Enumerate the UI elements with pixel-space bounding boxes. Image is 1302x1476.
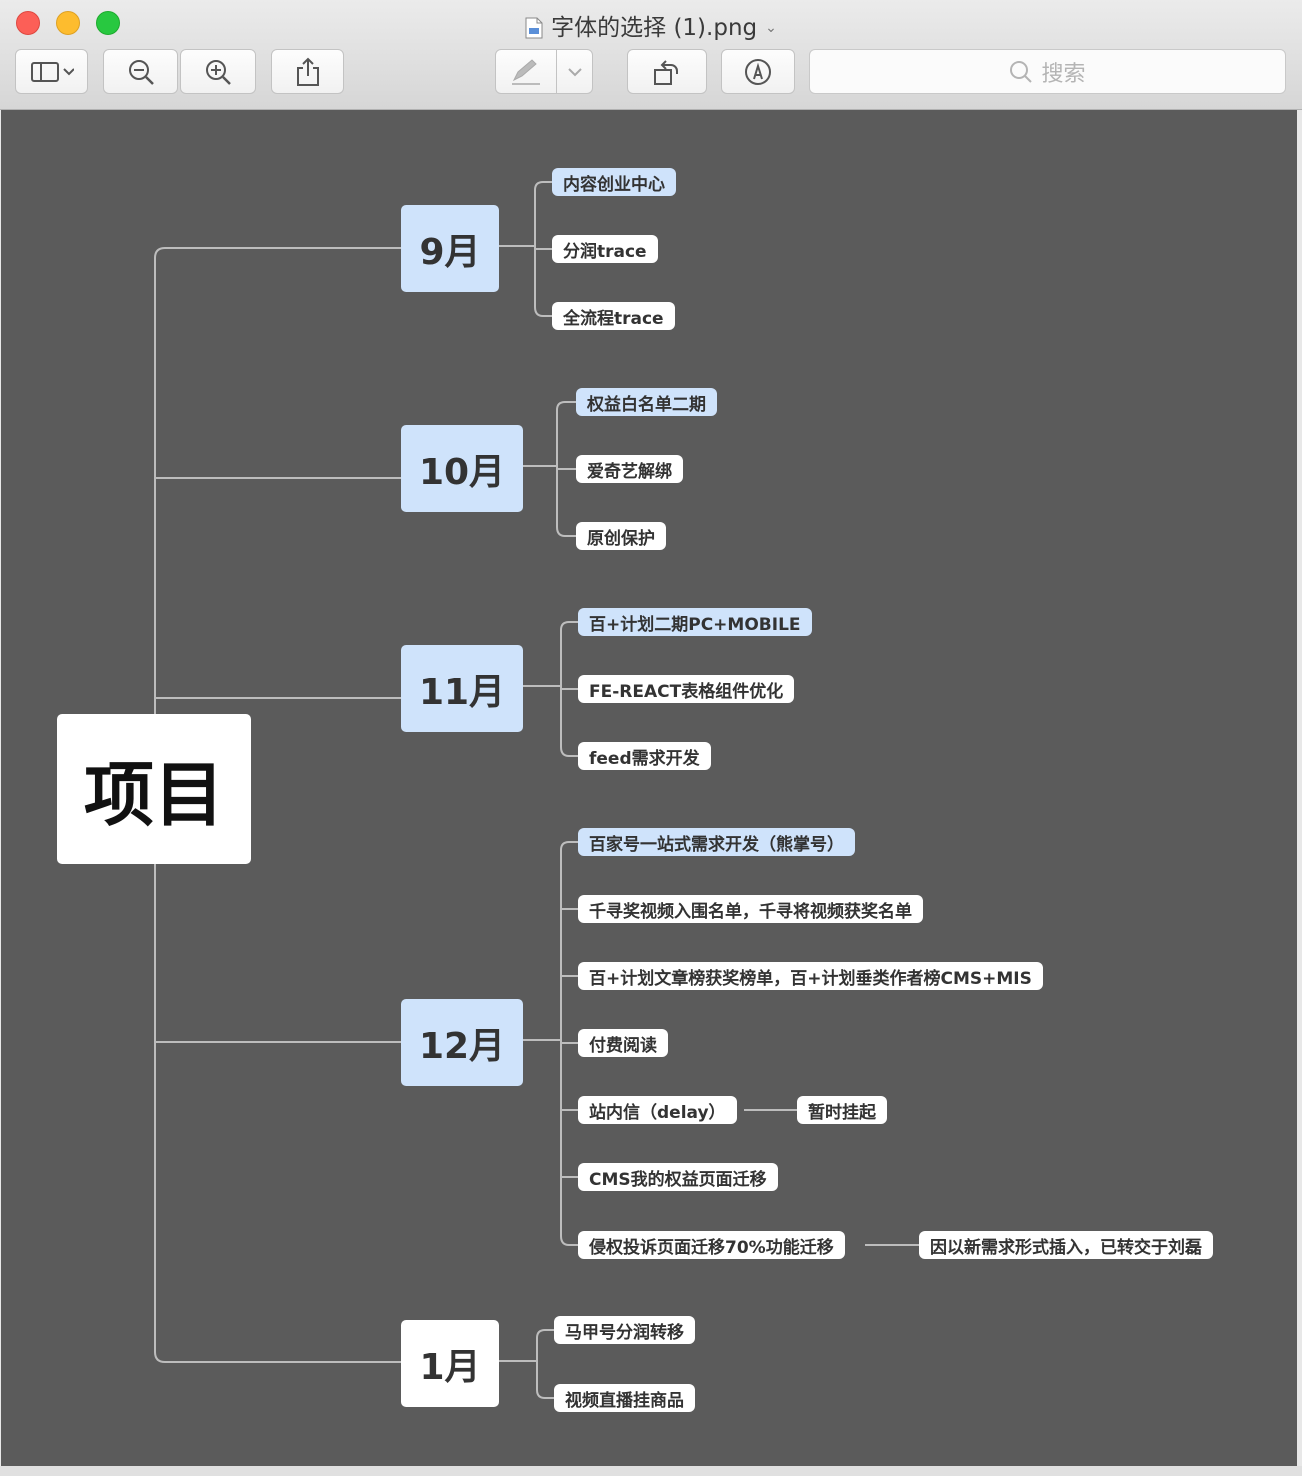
window-bottom-edge bbox=[0, 1466, 1302, 1476]
topic-node[interactable]: 全流程trace bbox=[552, 302, 675, 330]
topic-node[interactable]: 站内信（delay） bbox=[578, 1096, 737, 1124]
pen-icon bbox=[512, 58, 540, 85]
search-field[interactable]: 搜索 bbox=[809, 49, 1286, 94]
search-placeholder: 搜索 bbox=[1041, 61, 1086, 87]
topic-node[interactable]: 原创保护 bbox=[576, 522, 666, 550]
zoom-out-icon bbox=[128, 59, 154, 85]
subtopic-node[interactable]: 因以新需求形式插入，已转交于刘磊 bbox=[919, 1231, 1213, 1259]
minimize-window-button[interactable] bbox=[56, 11, 80, 35]
search-icon bbox=[1010, 60, 1033, 83]
rotate-button[interactable] bbox=[627, 49, 707, 94]
topic-node[interactable]: 千寻奖视频入围名单，千寻将视频获奖名单 bbox=[578, 895, 923, 923]
image-canvas: 项目 9月 10月 11月 12月 1月 内容创业中心 分润trace 全流程t… bbox=[1, 110, 1297, 1466]
month-node-sep[interactable]: 9月 bbox=[401, 205, 499, 292]
title-bar: 字体的选择 (1).png ⌄ 搜索 bbox=[0, 0, 1302, 110]
mindmap-connectors bbox=[154, 181, 919, 1399]
markup-toolbar-button[interactable] bbox=[721, 49, 795, 94]
topic-node[interactable]: 百+计划二期PC+MOBILE bbox=[578, 608, 812, 636]
month-node-oct[interactable]: 10月 bbox=[401, 425, 523, 512]
topic-node[interactable]: 内容创业中心 bbox=[552, 168, 676, 196]
share-button[interactable] bbox=[271, 49, 344, 94]
subtopic-node[interactable]: 暂时挂起 bbox=[797, 1096, 887, 1124]
month-node-nov[interactable]: 11月 bbox=[401, 645, 523, 732]
topic-node[interactable]: 分润trace bbox=[552, 235, 658, 263]
topic-node[interactable]: feed需求开发 bbox=[578, 742, 711, 770]
topic-node[interactable]: 百家号一站式需求开发（熊掌号） bbox=[578, 828, 855, 856]
close-window-button[interactable] bbox=[16, 11, 40, 35]
rotate-icon bbox=[654, 59, 678, 85]
window-title: 字体的选择 (1).png bbox=[551, 15, 758, 41]
zoom-window-button[interactable] bbox=[96, 11, 120, 35]
document-icon bbox=[525, 17, 543, 39]
zoom-out-button[interactable] bbox=[103, 49, 178, 94]
sidebar-icon bbox=[30, 61, 74, 82]
window-title-area[interactable]: 字体的选择 (1).png ⌄ bbox=[0, 8, 1302, 42]
zoom-in-icon bbox=[206, 59, 231, 85]
topic-node[interactable]: 爱奇艺解绑 bbox=[576, 455, 683, 483]
zoom-in-button[interactable] bbox=[180, 49, 256, 94]
markup-dropdown-button[interactable] bbox=[556, 49, 593, 94]
chevron-down-icon bbox=[567, 67, 582, 76]
topic-node[interactable]: 权益白名单二期 bbox=[576, 388, 717, 416]
topic-node[interactable]: 侵权投诉页面迁移70%功能迁移 bbox=[578, 1231, 845, 1259]
topic-node[interactable]: CMS我的权益页面迁移 bbox=[578, 1163, 778, 1191]
topic-node[interactable]: 马甲号分润转移 bbox=[554, 1316, 695, 1344]
month-node-dec[interactable]: 12月 bbox=[401, 999, 523, 1086]
markup-icon bbox=[745, 58, 771, 85]
topic-node[interactable]: FE-REACT表格组件优化 bbox=[578, 675, 795, 703]
root-node[interactable]: 项目 bbox=[57, 714, 251, 864]
share-icon bbox=[296, 57, 319, 86]
month-node-jan[interactable]: 1月 bbox=[401, 1320, 499, 1407]
topic-node[interactable]: 视频直播挂商品 bbox=[554, 1384, 695, 1412]
topic-node[interactable]: 百+计划文章榜获奖榜单，百+计划垂类作者榜CMS+MIS bbox=[578, 962, 1043, 990]
chevron-down-icon[interactable]: ⌄ bbox=[765, 20, 777, 36]
markup-pen-button[interactable] bbox=[495, 49, 557, 94]
sidebar-toggle-button[interactable] bbox=[15, 49, 88, 94]
topic-node[interactable]: 付费阅读 bbox=[578, 1029, 668, 1057]
